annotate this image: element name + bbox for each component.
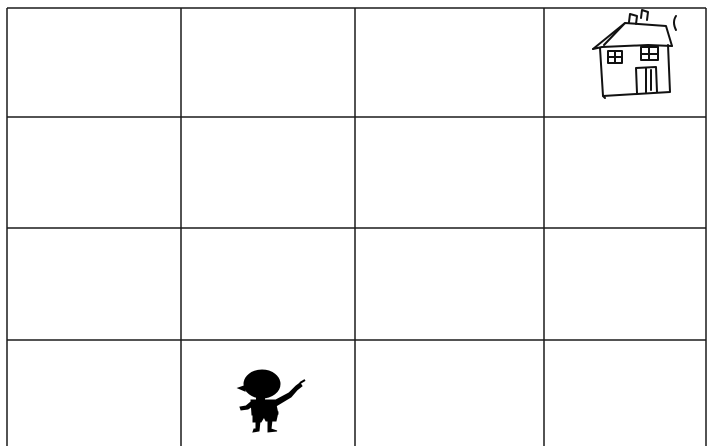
grid-board	[0, 0, 708, 446]
